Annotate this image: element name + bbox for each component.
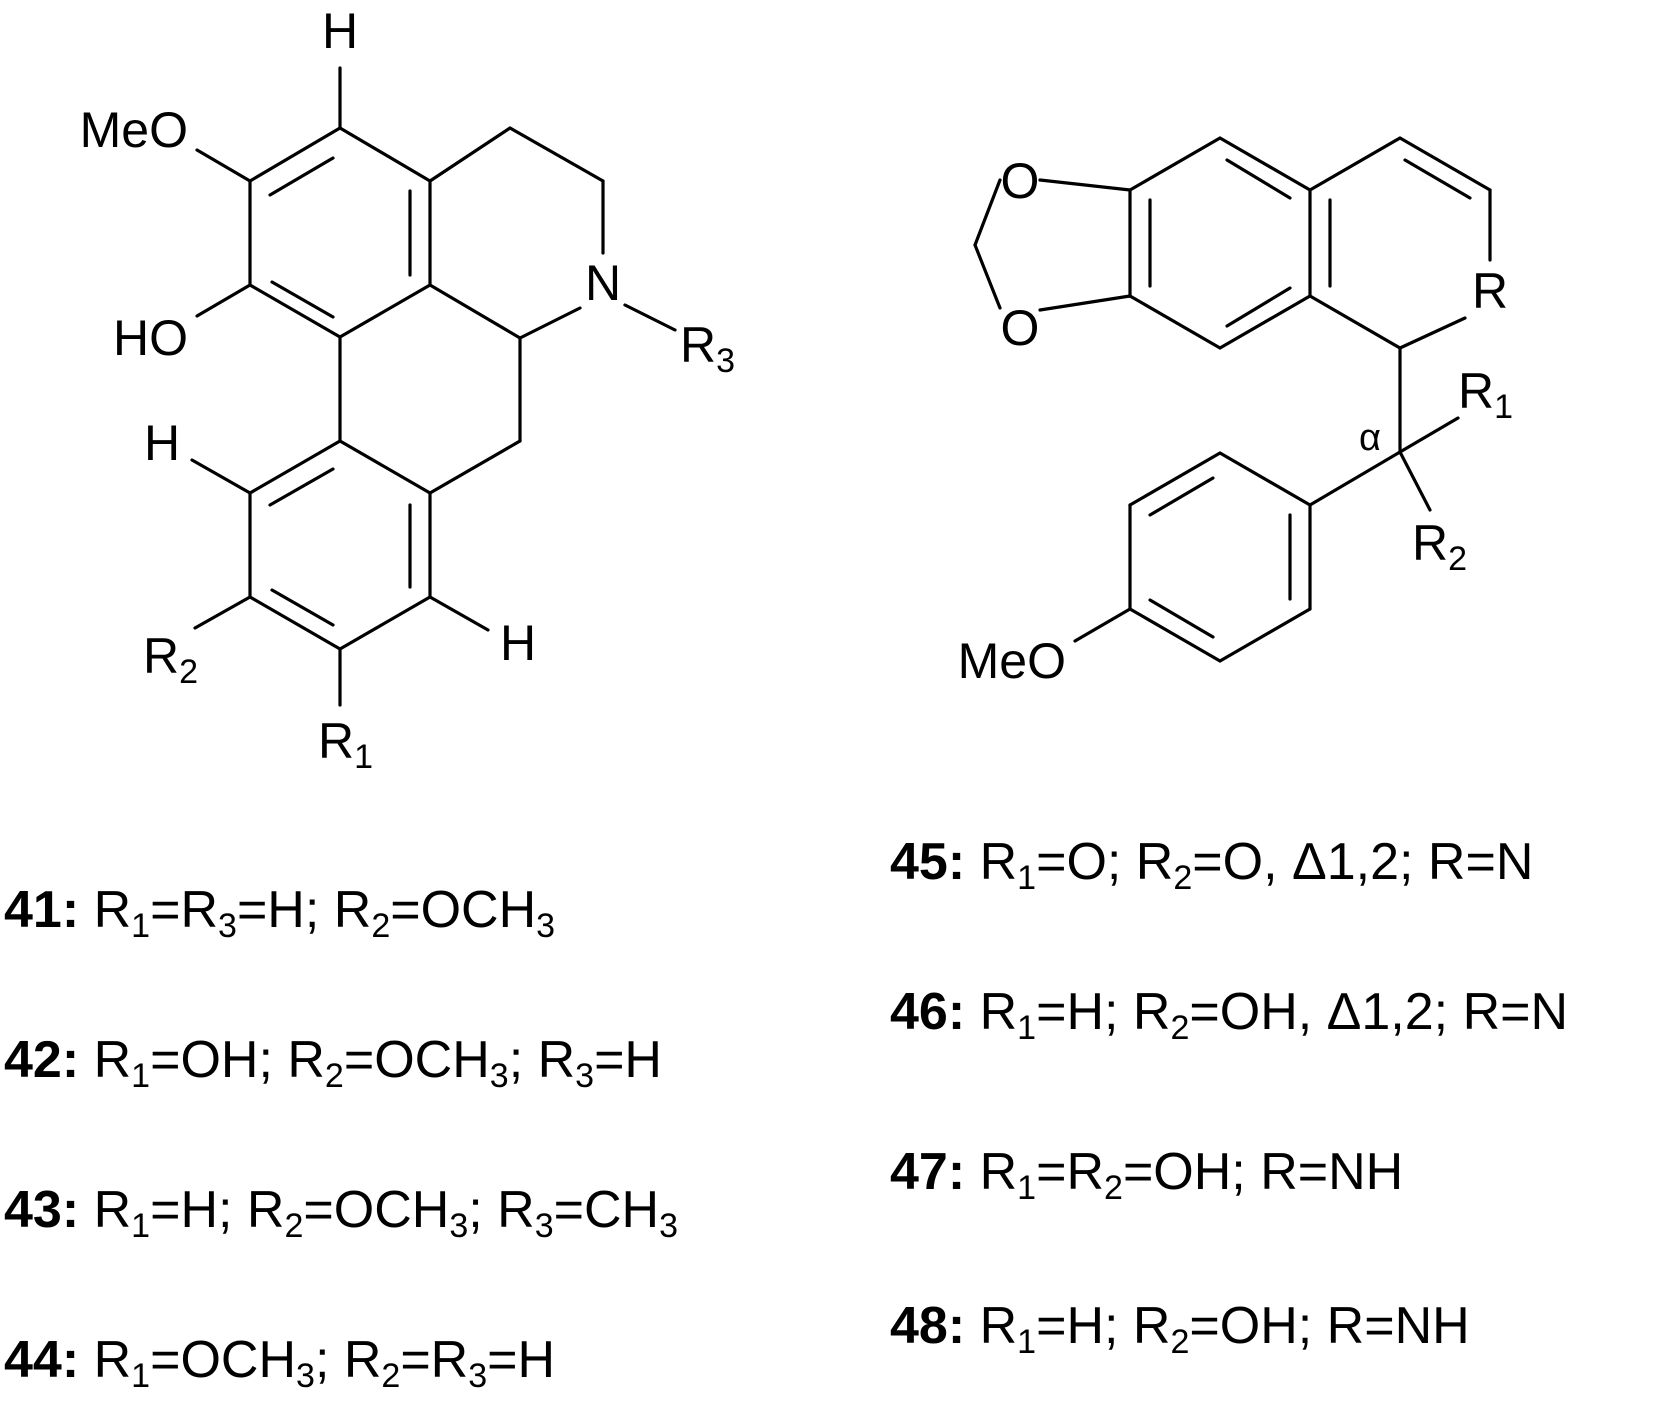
caption-subscript: 1	[1017, 1169, 1037, 1207]
caption-text: =R	[150, 881, 219, 939]
h-right-label: H	[500, 615, 536, 671]
r1-label-b: R1	[1458, 363, 1513, 426]
structure-b-bonds	[973, 136, 1492, 663]
caption-text: ; R	[468, 1181, 535, 1239]
caption-text: =OH; R	[150, 1031, 325, 1089]
compound-45-caption: 45: R1=O; R2=O, Δ1,2; R=N	[890, 833, 1534, 895]
hydroxy-label: HO	[113, 310, 188, 366]
compound-number: 42:	[4, 1031, 80, 1089]
caption-text: R	[93, 1031, 132, 1089]
caption-text: =H; R	[150, 1181, 285, 1239]
compound-number: 43:	[4, 1181, 80, 1239]
caption-text: =H; R	[236, 881, 372, 939]
caption-text: R	[979, 1297, 1018, 1355]
caption-subscript: 2	[1170, 1323, 1190, 1361]
oxygen-top-label: O	[1001, 153, 1040, 209]
alpha-label: α	[1359, 417, 1381, 459]
caption-text: R	[979, 833, 1018, 891]
caption-subscript: 2	[1173, 859, 1193, 897]
caption-subscript: 3	[489, 1057, 509, 1095]
h-left-label: H	[144, 415, 180, 471]
caption-subscript: 3	[575, 1057, 595, 1095]
compound-43-caption: 43: R1=H; R2=OCH3; R3=CH3	[4, 1181, 678, 1243]
structure-a-labels: H MeO HO N R3 H H R2 R1	[80, 3, 735, 776]
structure-b-labels: O O R R1 α R2 MeO	[958, 153, 1513, 689]
structure-b: O O R R1 α R2 MeO	[958, 136, 1513, 689]
caption-text: =O, Δ1,2; R=N	[1192, 833, 1534, 891]
r3-label: R3	[680, 317, 735, 380]
caption-text: =R	[1036, 1143, 1105, 1201]
caption-subscript: 2	[1170, 1009, 1190, 1047]
caption-subscript: 3	[536, 907, 556, 945]
caption-subscript: 3	[468, 1357, 488, 1395]
caption-subscript: 1	[1017, 1323, 1037, 1361]
r2-label-a: R2	[143, 628, 198, 691]
caption-subscript: 1	[131, 1357, 151, 1395]
compound-number: 47:	[890, 1143, 966, 1201]
caption-text: ; R	[314, 1331, 382, 1389]
compound-47-caption: 47: R1=R2=OH; R=NH	[890, 1143, 1404, 1205]
caption-text: R	[93, 881, 132, 939]
structure-a: H MeO HO N R3 H H R2 R1	[80, 3, 735, 776]
compound-number: 48:	[890, 1297, 966, 1355]
methoxy-label-b: MeO	[958, 633, 1066, 689]
caption-text: =CH	[553, 1181, 660, 1239]
caption-text: =OH; R=NH	[1122, 1143, 1404, 1201]
caption-subscript: 3	[449, 1207, 469, 1245]
compound-41-caption: 41: R1=R3=H; R2=OCH3	[4, 881, 555, 943]
compound-number: 45:	[890, 833, 966, 891]
caption-subscript: 1	[131, 1207, 151, 1245]
caption-subscript: 1	[131, 907, 151, 945]
caption-subscript: 1	[1017, 1009, 1037, 1047]
h-top-label: H	[322, 3, 358, 59]
caption-text: R	[93, 1181, 132, 1239]
caption-subscript: 3	[296, 1357, 315, 1395]
caption-subscript: 3	[534, 1207, 554, 1245]
r2-label-b: R2	[1412, 515, 1467, 578]
caption-subscript: 3	[218, 907, 237, 945]
caption-subscript: 1	[131, 1057, 151, 1095]
caption-text: =OCH	[150, 1331, 297, 1389]
compound-number: 46:	[890, 983, 966, 1041]
caption-text: =H; R	[1036, 1297, 1171, 1355]
compound-number: 44:	[4, 1331, 80, 1389]
caption-text: =H	[487, 1331, 556, 1389]
compound-44-caption: 44: R1=OCH3; R2=R3=H	[4, 1331, 556, 1393]
caption-text: =OH, Δ1,2; R=N	[1189, 983, 1569, 1041]
caption-text: =OCH	[303, 1181, 450, 1239]
caption-subscript: 3	[659, 1207, 679, 1245]
r-label: R	[1472, 263, 1508, 319]
caption-subscript: 2	[1104, 1169, 1123, 1207]
caption-text: R	[93, 1331, 132, 1389]
oxygen-bottom-label: O	[1001, 300, 1040, 356]
caption-text: R	[979, 983, 1018, 1041]
caption-text: =H; R	[1036, 983, 1171, 1041]
caption-text: R	[979, 1143, 1018, 1201]
caption-text: =R	[400, 1331, 469, 1389]
caption-text: =OH; R=NH	[1189, 1297, 1470, 1355]
caption-subscript: 2	[324, 1057, 344, 1095]
caption-text: ; R	[508, 1031, 576, 1089]
compound-48-caption: 48: R1=H; R2=OH; R=NH	[890, 1297, 1470, 1359]
caption-subscript: 1	[1017, 859, 1037, 897]
methoxy-label-a: MeO	[80, 102, 188, 158]
caption-subscript: 2	[381, 1357, 401, 1395]
caption-text: =OCH	[343, 1031, 490, 1089]
caption-text: =H	[594, 1031, 662, 1089]
caption-subscript: 2	[371, 907, 391, 945]
caption-subscript: 2	[284, 1207, 304, 1245]
caption-text: =O; R	[1036, 833, 1174, 891]
compound-42-caption: 42: R1=OH; R2=OCH3; R3=H	[4, 1031, 662, 1093]
nitrogen-label: N	[585, 255, 621, 311]
caption-text: =OCH	[390, 881, 537, 939]
structure-a-bonds	[190, 66, 677, 707]
r1-label-a: R1	[318, 713, 373, 776]
compound-number: 41:	[4, 881, 80, 939]
compound-46-caption: 46: R1=H; R2=OH, Δ1,2; R=N	[890, 983, 1569, 1045]
